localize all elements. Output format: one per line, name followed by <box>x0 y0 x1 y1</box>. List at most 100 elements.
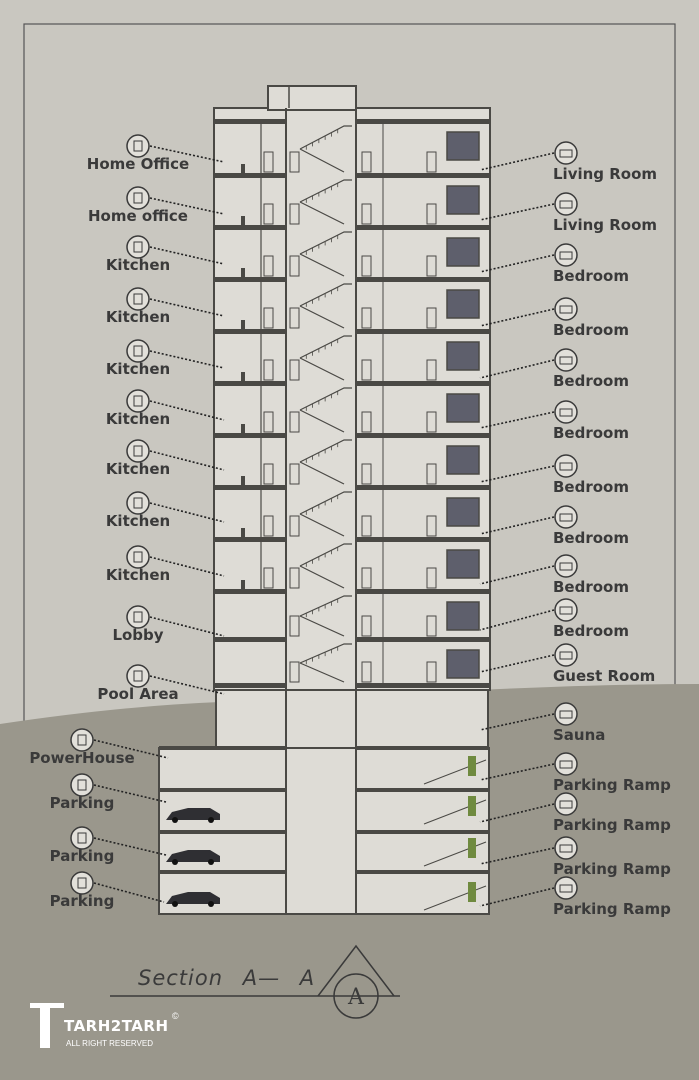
room-label: Parking Ramp <box>553 776 671 794</box>
sauna-icon <box>554 702 578 726</box>
window <box>446 497 480 527</box>
window <box>446 185 480 215</box>
apartment-door <box>263 515 274 537</box>
floor-slab-right <box>356 589 490 594</box>
leader-line <box>479 565 555 585</box>
leader-line <box>479 803 555 823</box>
floor-slab-left <box>214 329 286 334</box>
window <box>446 237 480 267</box>
window <box>446 393 480 423</box>
fridge-icon <box>126 287 150 311</box>
apartment-door <box>361 203 372 225</box>
car-wheel <box>172 817 178 823</box>
apartment-door <box>263 255 274 277</box>
floor-slab-right <box>356 433 490 438</box>
floor-slab-right <box>356 381 490 386</box>
apartment-door <box>361 615 372 637</box>
leader-line <box>149 350 225 369</box>
room-label: Parking Ramp <box>553 900 671 918</box>
stair-flight <box>299 513 345 537</box>
room-label: Kitchen <box>105 566 171 584</box>
room-label: Living Room <box>553 165 658 183</box>
bed-icon <box>554 348 578 372</box>
leader-line <box>479 203 555 221</box>
ramp-icon-glyph <box>559 884 573 893</box>
person-figure <box>241 372 245 381</box>
room-label: Guest Room <box>553 667 656 685</box>
stair-flight <box>299 643 352 664</box>
core-door <box>289 661 300 683</box>
basement-slab-left <box>159 746 286 750</box>
room-label: Bedroom <box>553 578 629 596</box>
floor-slab-right <box>356 277 490 282</box>
floor-slab-right <box>356 119 490 124</box>
bed-icon-glyph <box>559 562 573 571</box>
person-figure <box>241 580 245 589</box>
stair-flight <box>299 461 345 485</box>
stair-flight <box>299 595 352 617</box>
leader-line <box>479 887 555 907</box>
apartment-door <box>263 151 274 173</box>
core-door <box>289 515 300 537</box>
person-figure <box>241 164 245 173</box>
stair-flight <box>299 179 352 203</box>
car-icon-glyph <box>77 877 87 889</box>
apartment-door <box>263 359 274 381</box>
car-wheel <box>208 901 214 907</box>
apartment-door <box>361 515 372 537</box>
apartment-door <box>263 567 274 589</box>
leader-line <box>149 246 225 265</box>
room-label: Bedroom <box>553 372 629 390</box>
leader-line <box>479 609 555 631</box>
ramp-icon <box>554 876 578 900</box>
plant <box>468 796 476 816</box>
window <box>446 649 480 679</box>
section-marker-circle <box>333 973 379 1019</box>
ramp-icon <box>554 752 578 776</box>
fridge-icon-glyph <box>133 345 143 357</box>
leader-line <box>479 359 555 379</box>
apartment-door <box>361 661 372 683</box>
leader-line <box>149 675 225 695</box>
leader-line <box>479 654 555 673</box>
plant <box>468 756 476 776</box>
leader-line <box>149 298 225 317</box>
apartment-door <box>426 411 437 433</box>
car-icon-glyph <box>77 779 87 791</box>
floor-slab-left <box>214 433 286 438</box>
ramp-icon <box>554 792 578 816</box>
leader-line <box>479 308 555 327</box>
apartment-door <box>426 203 437 225</box>
floor-slab-left <box>214 537 286 542</box>
ramp-icon-glyph <box>559 760 573 769</box>
car-icon <box>70 826 94 850</box>
car <box>166 808 220 820</box>
stair-flight <box>299 565 345 589</box>
room-label: Living Room <box>553 216 658 234</box>
apartment-door <box>361 411 372 433</box>
room-label: Bedroom <box>553 424 629 442</box>
floor-slab-right <box>356 683 490 688</box>
leader-line <box>149 197 225 215</box>
stair-flight <box>299 439 352 463</box>
window <box>446 341 480 371</box>
floor-slab-left <box>214 683 286 688</box>
core-door <box>289 203 300 225</box>
car <box>166 892 220 904</box>
plant <box>468 882 476 902</box>
bed-icon-glyph <box>559 356 573 365</box>
person-figure <box>241 216 245 225</box>
room-label: Bedroom <box>553 478 629 496</box>
bed-icon-glyph <box>559 606 573 615</box>
floor-slab-left <box>214 485 286 490</box>
floor-slab-left <box>214 277 286 282</box>
fridge-icon-glyph <box>133 395 143 407</box>
tv-icon-glyph <box>559 149 573 158</box>
car-icon-glyph <box>77 832 87 844</box>
roof-stair-head <box>267 85 357 111</box>
leader-line <box>93 784 167 803</box>
apartment-door <box>426 661 437 683</box>
tv-icon <box>554 141 578 165</box>
brand-name: TARH2TARH <box>64 1017 169 1035</box>
apartment-door <box>263 203 274 225</box>
